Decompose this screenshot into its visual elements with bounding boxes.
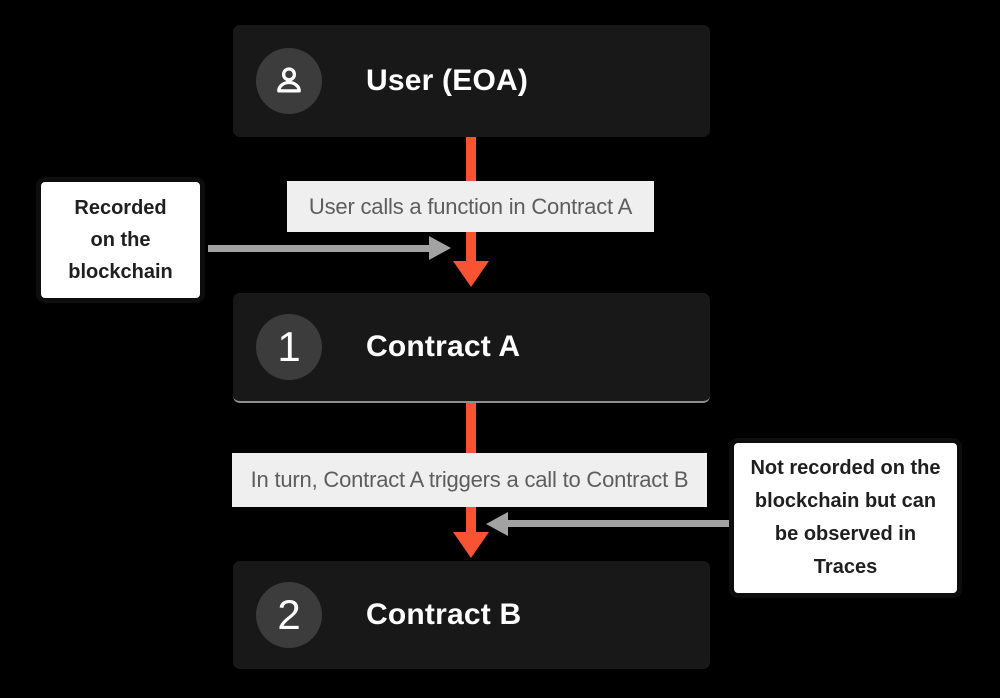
flow-arrow-1-head xyxy=(453,261,489,287)
user-avatar-circle xyxy=(256,48,322,114)
node-title-contract-a: Contract A xyxy=(366,330,521,363)
right-callout-arrow-shaft xyxy=(508,520,729,527)
callout-line: on the xyxy=(90,229,151,251)
left-callout-arrow-head xyxy=(429,236,451,260)
right-callout-arrow-head xyxy=(486,512,508,536)
flow-arrow-1-shaft-lower xyxy=(466,232,476,261)
node-user-eoa: User (EOA) xyxy=(233,25,710,137)
callout-not-recorded-traces: Not recorded on the blockchain but can b… xyxy=(729,438,962,598)
callout-line: blockchain but can xyxy=(754,490,937,512)
user-icon xyxy=(277,67,301,93)
node-contract-b: 2 Contract B xyxy=(233,561,710,669)
callout-line: Recorded xyxy=(74,197,167,219)
callout-recorded-on-blockchain: Recorded on the blockchain xyxy=(36,177,205,303)
callout-line: be observed in xyxy=(774,523,917,545)
contract-b-number-circle: 2 xyxy=(256,582,322,648)
contract-a-number-circle: 1 xyxy=(256,314,322,380)
contract-a-number: 1 xyxy=(277,323,301,370)
flow-arrow-2-head xyxy=(453,532,489,558)
node-title-user: User (EOA) xyxy=(366,64,529,97)
flow-arrow-2-shaft-upper xyxy=(466,403,476,453)
callout-line: Not recorded on the xyxy=(750,457,941,479)
node-title-contract-b: Contract B xyxy=(366,598,522,631)
callout-line: blockchain xyxy=(68,261,173,283)
contract-b-number: 2 xyxy=(277,591,301,638)
callout-line: Traces xyxy=(813,556,878,578)
edge-label-1: User calls a function in Contract A xyxy=(287,181,654,232)
edge-label-2: In turn, Contract A triggers a call to C… xyxy=(232,453,707,507)
flow-arrow-1-shaft-upper xyxy=(466,137,476,181)
flow-arrow-2-shaft-lower xyxy=(466,507,476,532)
node-contract-a: 1 Contract A xyxy=(233,293,710,403)
left-callout-arrow-shaft xyxy=(208,245,429,252)
